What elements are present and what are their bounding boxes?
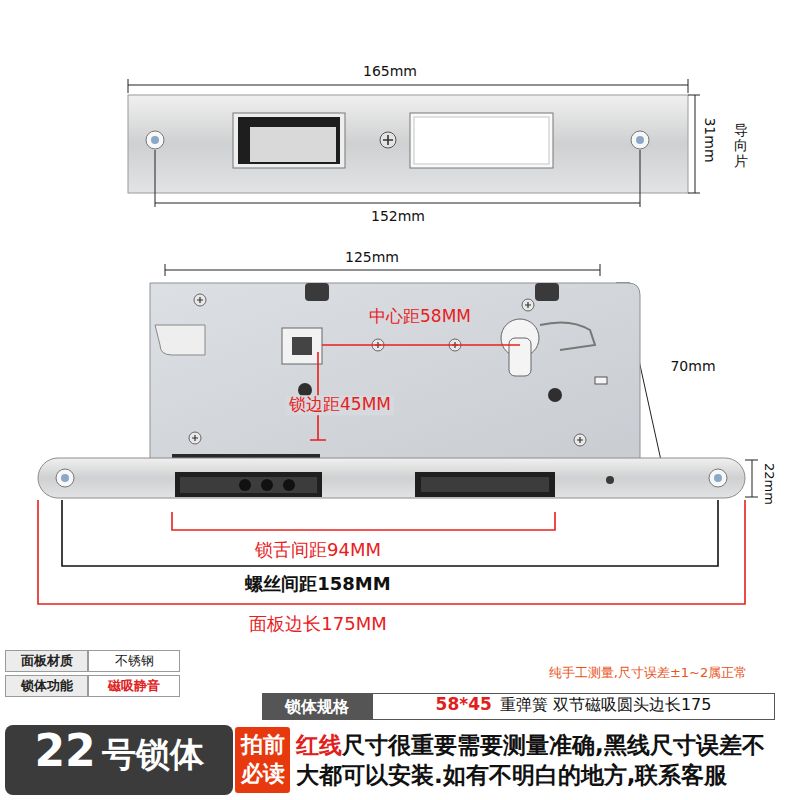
notice-text: 尺寸很重要需要测量准确, bbox=[342, 732, 604, 758]
screw-hole bbox=[61, 474, 69, 482]
notice-text: 黑线 bbox=[604, 732, 650, 758]
dimension-label: 125mm bbox=[345, 249, 399, 265]
notice-tag-text: 拍前 必读 bbox=[235, 731, 290, 788]
plate-body bbox=[128, 95, 688, 193]
small-hole bbox=[606, 476, 614, 484]
screw-span-bracket bbox=[62, 500, 718, 566]
spindle-square bbox=[292, 337, 312, 355]
spec-header: 锁体规格 bbox=[262, 693, 372, 720]
lock-body bbox=[150, 283, 640, 461]
latch-slot bbox=[233, 113, 345, 168]
spec-value-text: 58*45 bbox=[436, 694, 492, 714]
part-name: 导向片 bbox=[734, 123, 748, 169]
dimension-line bbox=[745, 460, 758, 497]
latch-slot-pad bbox=[238, 117, 340, 164]
table-cell-text: 面板材质 bbox=[21, 653, 73, 669]
table-cell: 锁体功能 bbox=[5, 675, 88, 697]
screw-hole bbox=[151, 136, 159, 144]
model-badge-text: 22 bbox=[34, 725, 95, 778]
lever bbox=[540, 322, 595, 350]
center-distance-line bbox=[322, 344, 520, 346]
plate-length-bracket bbox=[38, 500, 745, 604]
body-hole bbox=[548, 388, 562, 402]
latch-slot-inner bbox=[250, 127, 336, 162]
screw bbox=[380, 132, 396, 148]
magnet-dot bbox=[283, 479, 295, 491]
notice-tag: 拍前 必读 bbox=[235, 727, 290, 793]
screw-hole bbox=[56, 469, 74, 487]
dimension-label: 锁舌间距94MM bbox=[255, 540, 381, 561]
table-cell-text: 不锈钢 bbox=[115, 653, 154, 669]
lock-case bbox=[150, 283, 640, 460]
dimension-label: 70mm bbox=[670, 358, 715, 374]
screw-cross bbox=[192, 297, 583, 443]
screws bbox=[189, 294, 586, 446]
model-badge: 22号锁体 bbox=[5, 725, 233, 795]
faceplate-bar bbox=[38, 458, 745, 498]
body-slot bbox=[595, 377, 607, 384]
notice-block: 红线尺寸很重要需要测量准确,黑线尺寸误差不大都可以安装.如有不明白的地方,联系客… bbox=[296, 731, 778, 791]
note: 纯手工测量,尺寸误差±1~2属正常 bbox=[549, 666, 747, 681]
dimension-line bbox=[165, 264, 600, 276]
dimension-label: 中心距58MM bbox=[369, 307, 471, 327]
latch-window bbox=[175, 472, 322, 497]
screw-cross bbox=[383, 135, 393, 145]
bolt-slot bbox=[410, 113, 553, 168]
screw-hole bbox=[631, 131, 649, 149]
spindle-hub bbox=[282, 328, 322, 364]
bolt-face bbox=[421, 477, 549, 492]
screw-hole bbox=[709, 469, 727, 487]
screw-hole bbox=[146, 131, 164, 149]
magnet-dot bbox=[261, 479, 273, 491]
dimension-label: 螺丝间距158MM bbox=[245, 574, 390, 595]
table-cell-text: 锁体功能 bbox=[21, 678, 73, 694]
model-badge-text: 号锁体 bbox=[102, 734, 204, 775]
bolt-window bbox=[415, 472, 555, 497]
spec-value-text: 重弹簧 双节磁吸圆头边长175 bbox=[500, 695, 712, 714]
table-cell-text: 磁吸静音 bbox=[108, 678, 160, 694]
dimension-label: 165mm bbox=[363, 63, 417, 79]
screw-hole bbox=[714, 474, 722, 482]
table-cell: 面板材质 bbox=[5, 650, 88, 672]
latch-span-bracket bbox=[172, 512, 555, 530]
dimension-label: 22mm bbox=[762, 463, 777, 505]
bolt-slot-inner bbox=[414, 117, 549, 164]
screw-hole bbox=[636, 136, 644, 144]
dimension-line bbox=[688, 95, 700, 193]
spec-value: 58*45 重弹簧 双节磁吸圆头边长175 bbox=[372, 693, 775, 720]
table-cell: 不锈钢 bbox=[88, 650, 180, 672]
spec-header-text: 锁体规格 bbox=[285, 697, 349, 716]
faceplate bbox=[38, 458, 745, 498]
divider bbox=[0, 645, 800, 646]
table-cell: 磁吸静音 bbox=[88, 675, 180, 697]
dimension-label: 面板边长175MM bbox=[249, 614, 386, 635]
case-notch bbox=[305, 283, 329, 301]
latch-bolt bbox=[180, 477, 317, 493]
guide-plate bbox=[128, 95, 688, 193]
cylinder-hole bbox=[509, 338, 531, 376]
case-notch bbox=[535, 283, 559, 301]
notice-text: 红线 bbox=[296, 732, 342, 758]
dimension-line bbox=[155, 150, 640, 207]
dimension-line bbox=[128, 79, 688, 93]
dimension-lines bbox=[128, 79, 758, 497]
dimension-label: 152mm bbox=[371, 208, 425, 224]
dimension-label: 锁边距45MM bbox=[286, 395, 394, 415]
magnet-dot bbox=[239, 479, 251, 491]
measure-lines bbox=[38, 345, 745, 604]
dimension-label: 31mm bbox=[702, 117, 718, 162]
latch-tab bbox=[155, 325, 205, 355]
